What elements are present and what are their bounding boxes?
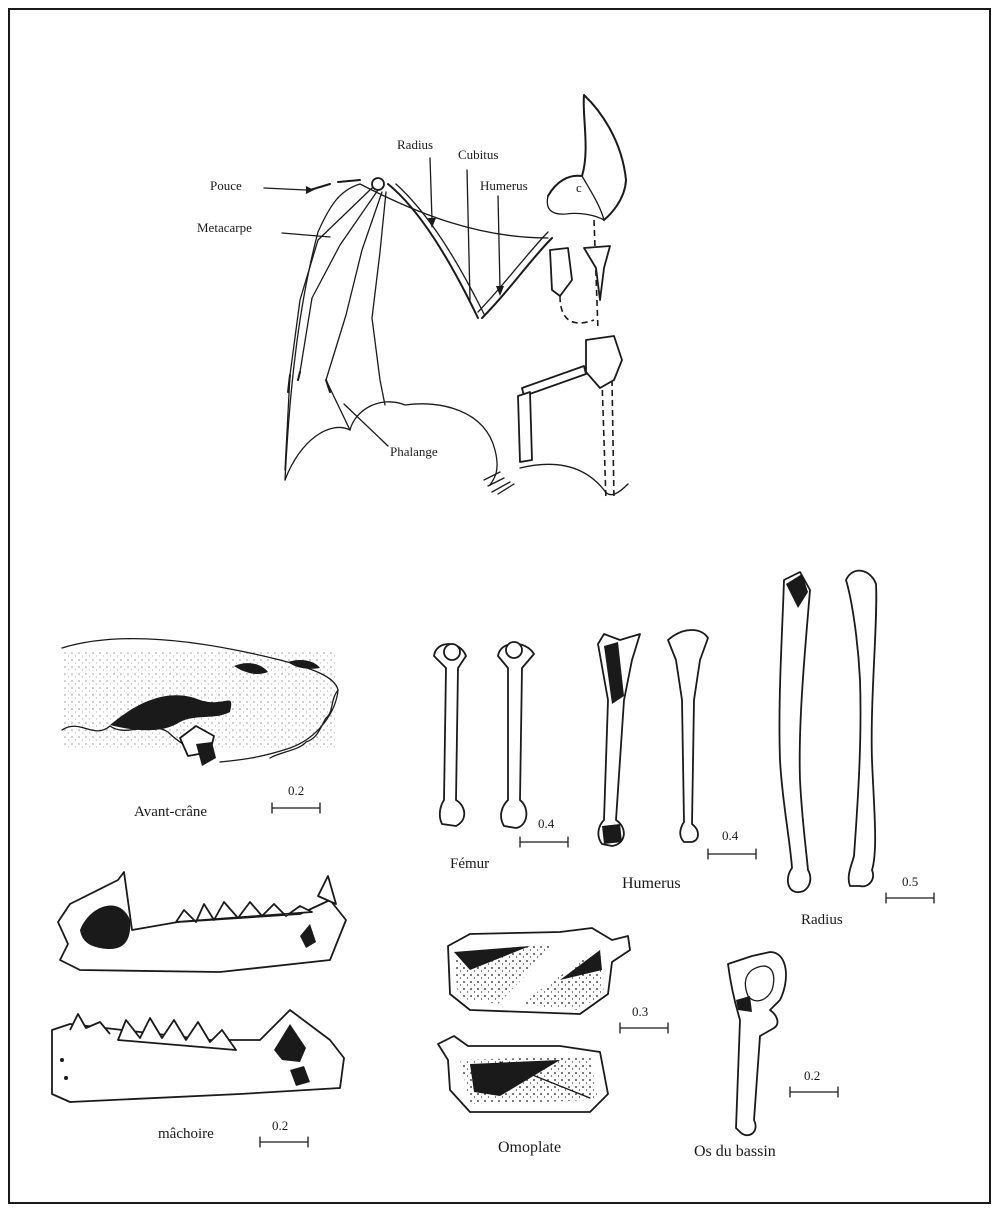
humerus-drawing — [598, 630, 708, 846]
wing-skeleton: c — [264, 95, 628, 500]
radius-label: Radius — [801, 912, 843, 928]
machoire-scale-bar — [260, 1137, 308, 1147]
pouce-label: Pouce — [210, 178, 242, 193]
machoire-upper-drawing — [58, 872, 346, 972]
radius-label: Radius — [397, 137, 433, 152]
humerus-scale-bar — [708, 849, 756, 859]
metacarpe-label: Metacarpe — [197, 220, 252, 235]
phalange-label: Phalange — [390, 444, 438, 459]
avant-crane-scale-bar — [272, 803, 320, 813]
os-du-bassin-label: Os du bassin — [694, 1143, 776, 1160]
radius-scale-bar — [886, 893, 934, 903]
humerus-label: Humerus — [622, 875, 681, 892]
femur-label: Fémur — [450, 856, 489, 872]
omoplate-lower-drawing — [438, 1036, 608, 1112]
cubitus-label: Cubitus — [458, 147, 498, 162]
os-du-bassin-scale: 0.2 — [804, 1068, 820, 1083]
machoire-lower-drawing — [52, 1010, 344, 1102]
os-du-bassin-drawing — [728, 952, 786, 1135]
femur-drawing — [434, 642, 534, 828]
humerus-skeleton-label: Humerus — [480, 178, 528, 193]
omoplate-scale-bar — [620, 1023, 668, 1033]
femur-scale-bar — [520, 837, 568, 847]
avant-crane-label: Avant-crâne — [134, 804, 207, 820]
radius-scale: 0.5 — [902, 874, 918, 889]
omoplate-label: Omoplate — [498, 1139, 561, 1156]
avant-crane-scale: 0.2 — [288, 783, 304, 798]
femur-scale: 0.4 — [538, 816, 555, 831]
os-du-bassin-scale-bar — [790, 1087, 838, 1097]
humerus-scale: 0.4 — [722, 828, 739, 843]
avant-crane-drawing — [62, 639, 338, 766]
omoplate-scale: 0.3 — [632, 1004, 648, 1019]
svg-text:c: c — [576, 180, 582, 195]
machoire-scale: 0.2 — [272, 1118, 288, 1133]
omoplate-upper-drawing — [448, 928, 630, 1014]
machoire-label: mâchoire — [158, 1126, 214, 1142]
radius-drawing — [779, 571, 876, 893]
